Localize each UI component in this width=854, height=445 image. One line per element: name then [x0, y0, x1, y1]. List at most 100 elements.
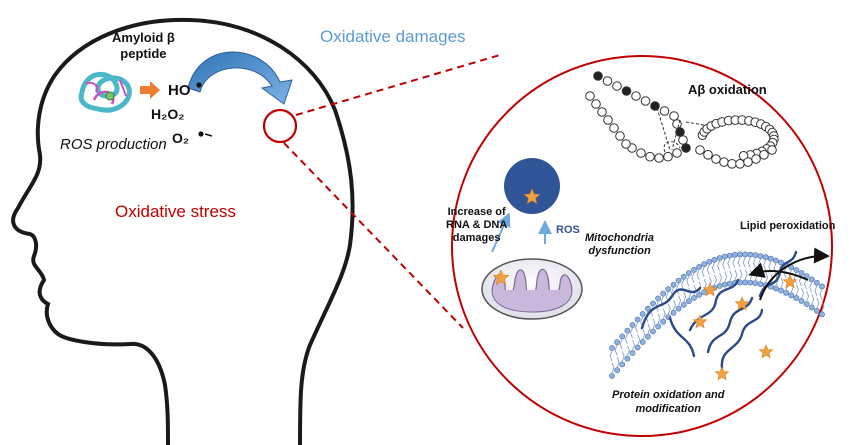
lipid-head — [660, 318, 667, 325]
star-icon — [714, 366, 730, 381]
lipid-tail — [742, 257, 748, 280]
lipid-tail — [609, 350, 615, 374]
bead — [719, 157, 729, 167]
lipid-head — [696, 291, 702, 298]
lipid-head — [619, 361, 626, 368]
bead — [727, 159, 737, 169]
mito-line2: dysfunction — [588, 245, 651, 257]
lipid-head — [819, 311, 825, 318]
lipid-head — [737, 251, 743, 258]
lipid-head — [747, 251, 754, 258]
curved-arrow — [187, 51, 293, 105]
lipid-head — [767, 255, 774, 262]
bead — [621, 139, 631, 149]
lipid-tail — [727, 258, 733, 281]
lipid-head — [752, 280, 759, 287]
bead — [640, 96, 651, 106]
lipid-tail — [686, 276, 692, 299]
amyloid-peptide-label: Amyloid β peptide — [112, 30, 175, 62]
lipid-head — [675, 305, 682, 312]
lipid-head — [609, 345, 615, 351]
lipid-head — [655, 323, 661, 330]
lipid-head — [819, 283, 825, 290]
bead — [735, 159, 745, 169]
rna-dna-damage-label: Increase of RNA & DNA damages — [446, 206, 507, 245]
lipid-head — [650, 328, 656, 335]
bead — [669, 111, 679, 121]
lipid-head — [614, 367, 620, 374]
oxidative-damages-label: Oxidative damages — [320, 27, 466, 46]
bead — [585, 91, 595, 101]
lipid-head — [742, 279, 749, 286]
bead — [645, 151, 655, 162]
bead — [672, 148, 682, 158]
lipid-head — [716, 255, 723, 261]
lipid-head — [814, 307, 820, 314]
lipid-head — [742, 251, 749, 258]
lipid-bilayer — [609, 251, 825, 379]
lipid-head — [793, 267, 800, 273]
head-outline — [11, 17, 355, 445]
abeta-bead-chain — [585, 71, 779, 169]
star-icon — [758, 344, 774, 359]
lipid-head — [721, 281, 728, 288]
bead — [609, 123, 619, 133]
lipid-head — [655, 295, 661, 302]
lipid-head — [752, 252, 759, 259]
lipid-head — [788, 292, 795, 299]
star-icon — [692, 314, 708, 329]
lipid-head — [798, 298, 805, 304]
lipid-head — [691, 266, 697, 273]
ros-label: ROS — [556, 224, 580, 236]
peroxidation-arrow-back — [748, 262, 809, 281]
lipid-tail — [635, 322, 641, 345]
lipid-head — [814, 279, 820, 286]
lipid-head — [808, 276, 815, 283]
lipid-tail — [614, 345, 620, 368]
lipid-head — [629, 350, 636, 356]
bead — [615, 131, 625, 141]
mitochondria-icon — [481, 258, 583, 320]
lipid-head — [762, 254, 769, 261]
mitochondria-dysfunction-label: Mitochondria dysfunction — [585, 232, 654, 258]
bead — [681, 143, 691, 153]
lipid-head — [634, 344, 641, 351]
bead — [593, 71, 603, 81]
lipid-tail — [619, 339, 625, 362]
bead — [650, 101, 660, 111]
lipid-head — [696, 263, 702, 270]
orange-arrow — [140, 81, 160, 99]
bead — [678, 135, 688, 145]
lipid-head — [650, 300, 656, 307]
projection-line-top — [295, 54, 501, 116]
radical-minus-o2 — [204, 133, 213, 137]
protein-line1: Protein oxidation and — [612, 389, 725, 401]
lipid-head — [639, 311, 646, 317]
lipid-head — [685, 298, 692, 305]
bead — [603, 115, 613, 125]
star-icon — [782, 274, 798, 289]
bead — [767, 145, 777, 155]
abeta-oxidation-links — [656, 107, 705, 153]
lipid-head — [639, 339, 646, 345]
lipid-head — [685, 270, 692, 277]
star-icon — [734, 296, 750, 311]
bead — [695, 145, 705, 155]
lipid-head — [670, 309, 677, 316]
lipid-head — [614, 339, 620, 346]
lipid-tail — [722, 259, 728, 282]
lipid-head — [609, 373, 615, 379]
lipid-tail — [711, 262, 717, 285]
lipid-head — [747, 279, 754, 286]
lipid-head — [711, 256, 718, 263]
lipid-tail — [809, 282, 815, 305]
lipid-head — [778, 259, 784, 266]
lipid-tail — [630, 327, 635, 351]
lipid-head — [803, 301, 810, 307]
bead — [751, 154, 761, 164]
lipid-head — [619, 333, 626, 340]
bead — [597, 107, 607, 117]
peroxidation-arrow — [759, 247, 830, 301]
radical-dot-ho — [196, 82, 202, 88]
